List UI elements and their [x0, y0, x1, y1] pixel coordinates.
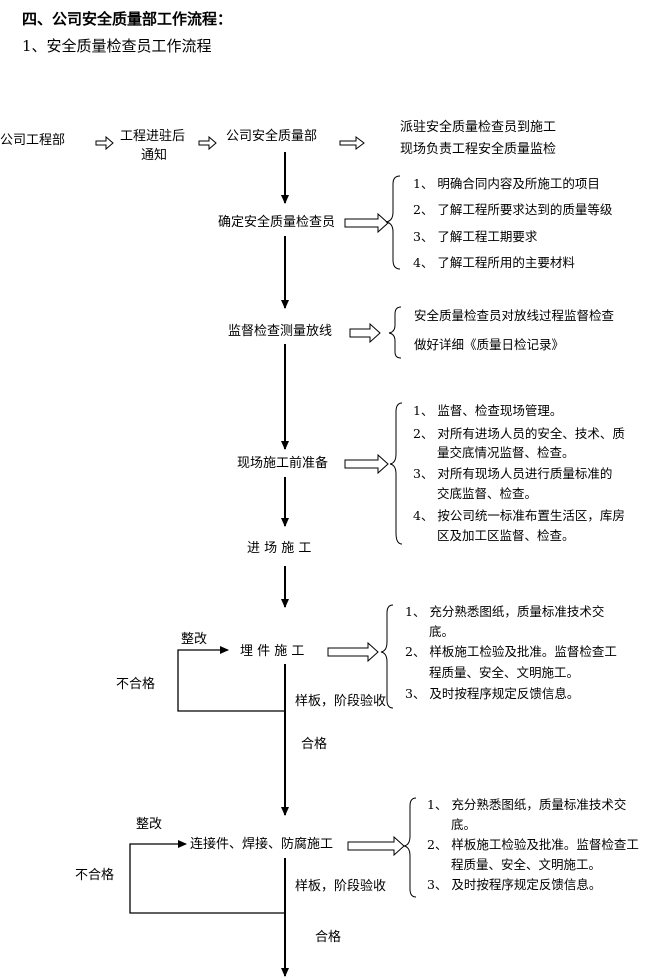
rework-loop-1 — [177, 646, 285, 712]
node-determine-inspector: 确定安全质量检查员 — [218, 215, 336, 230]
brace-stage1 — [380, 604, 394, 709]
stage1-line: 底。 — [429, 624, 455, 639]
brace-stage2 — [403, 797, 417, 898]
node-enter-line2: 通知 — [141, 148, 168, 163]
hollow-arrow-1 — [95, 135, 114, 151]
determine-item: 1、 明确合同内容及所施工的项目 — [413, 176, 600, 191]
hollow-arrow-supervise — [349, 322, 381, 344]
prep-line: 区及加工区监督、检查。 — [437, 528, 575, 543]
stage2-fail-label: 不合格 — [75, 868, 115, 883]
stage2-check-label: 样板，阶段验收 — [295, 879, 387, 894]
node-stage2: 连接件、焊接、防腐施工 — [190, 837, 334, 852]
node-engineering-dept: 公司工程部 — [0, 133, 66, 148]
determine-item: 2、 了解工程所要求达到的质量等级 — [413, 202, 613, 217]
stage1-line: 2、 样板施工检验及批准。监督检查工 — [405, 644, 617, 659]
stage1-fail-label: 不合格 — [116, 677, 156, 692]
prep-line: 交底监督、检查。 — [437, 486, 538, 501]
hollow-arrow-2 — [198, 135, 217, 151]
brace-prep — [389, 402, 403, 545]
determine-item: 3、 了解工程工期要求 — [413, 229, 538, 244]
prep-line: 3、 对所有现场人员进行质量标准的 — [413, 466, 613, 481]
hollow-arrow-stage2 — [347, 835, 405, 857]
note-assign-line2: 现场负责工程安全质量监检 — [400, 142, 557, 157]
prep-line: 4、 按公司统一标准布置生活区，库房 — [413, 508, 625, 523]
sub-heading: 1、安全质量检查员工作流程 — [22, 37, 212, 55]
note-assign-line1: 派驻安全质量检查员到施工 — [400, 120, 557, 135]
determine-item: 4、 了解工程所用的主要材料 — [413, 255, 575, 270]
node-safety-dept: 公司安全质量部 — [226, 129, 318, 144]
stage2-rework-label: 整改 — [136, 817, 163, 832]
node-enter-site: 进 场 施 工 — [247, 541, 312, 556]
prep-line: 1、 监督、检查现场管理。 — [413, 403, 563, 418]
hollow-arrow-prep — [344, 453, 389, 475]
stage2-line: 3、 及时按程序规定反馈信息。 — [427, 877, 602, 892]
hollow-arrow-determine — [344, 212, 389, 234]
note-supervise-line2: 做好详细《质量日检记录》 — [414, 337, 565, 352]
stage1-line: 3、 及时按程序规定反馈信息。 — [405, 686, 580, 701]
stage1-line: 程质量、安全、文明施工。 — [429, 665, 580, 680]
stage1-check-label: 样板，阶段验收 — [295, 694, 387, 709]
node-enter-line1: 工程进驻后 — [120, 129, 186, 144]
prep-line: 量交底情况监督、检查。 — [437, 445, 575, 460]
stage1-rework-label: 整改 — [181, 632, 208, 647]
brace-determine — [385, 175, 401, 270]
stage1-pass-label: 合格 — [301, 737, 328, 752]
brace-supervise — [388, 306, 402, 359]
hollow-arrow-stage1 — [327, 641, 379, 663]
node-stage1: 埋 件 施 工 — [240, 644, 305, 659]
stage1-line: 1、 充分熟悉图纸，质量标准技术交 — [405, 604, 605, 619]
note-supervise-line1: 安全质量检查员对放线过程监督检查 — [414, 308, 615, 323]
rework-loop-2 — [129, 840, 285, 914]
stage2-line: 2、 样板施工检验及批准。监督检查工 — [427, 837, 639, 852]
prep-line: 2、 对所有进场人员的安全、技术、质 — [413, 426, 625, 441]
node-supervise-survey: 监督检查测量放线 — [228, 324, 333, 339]
stage2-line: 1、 充分熟悉图纸，质量标准技术交 — [427, 797, 627, 812]
stage2-line: 底。 — [451, 817, 477, 832]
section-heading: 四、公司安全质量部工作流程： — [22, 10, 233, 28]
stage2-pass-label: 合格 — [315, 930, 342, 945]
node-site-prep: 现场施工前准备 — [237, 456, 329, 471]
hollow-arrow-3 — [339, 136, 365, 150]
stage2-line: 程质量、安全、文明施工。 — [451, 857, 602, 872]
